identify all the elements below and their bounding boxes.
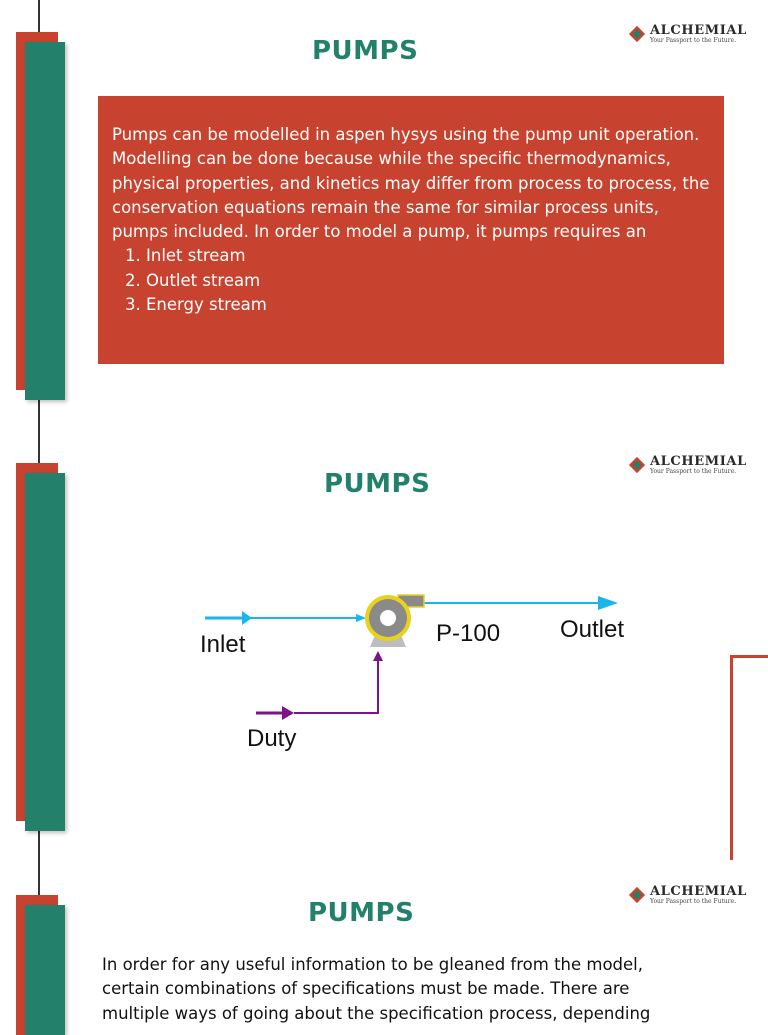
duty-arrow-icon bbox=[282, 706, 294, 720]
duty-pump-arrow-icon bbox=[373, 651, 383, 661]
brand-tagline: Your Passport to the Future. bbox=[650, 468, 737, 475]
pump-icon bbox=[365, 594, 425, 647]
duty-label: Duty bbox=[247, 725, 296, 752]
decor-green-bar bbox=[25, 905, 65, 1035]
requirements-list: Inlet stream Outlet stream Energy stream bbox=[112, 244, 710, 317]
list-item: Outlet stream bbox=[146, 269, 710, 293]
slide-title: PUMPS bbox=[308, 898, 415, 928]
list-item: Inlet stream bbox=[146, 244, 710, 268]
inlet-label: Inlet bbox=[200, 631, 246, 658]
slide-title: PUMPS bbox=[324, 469, 431, 499]
decor-green-bar bbox=[25, 473, 65, 831]
brand-logo: ALCHEMIAL Your Passport to the Future. bbox=[628, 455, 747, 475]
decor-right-bracket bbox=[730, 655, 768, 860]
list-item: Energy stream bbox=[146, 293, 710, 317]
pump-flow-diagram: Inlet P-100 Outlet Duty bbox=[200, 594, 624, 752]
decor-green-bar bbox=[25, 42, 65, 400]
brand-tagline: Your Passport to the Future. bbox=[650, 898, 737, 905]
pump-label: P-100 bbox=[436, 620, 500, 647]
logo-emblem-icon bbox=[628, 886, 646, 904]
logo-emblem-icon bbox=[628, 456, 646, 474]
brand-name: ALCHEMIAL bbox=[650, 454, 747, 469]
body-paragraph: In order for any useful information to b… bbox=[102, 955, 651, 1023]
slide-title: PUMPS bbox=[312, 36, 419, 66]
brand-tagline: Your Passport to the Future. bbox=[650, 37, 737, 44]
info-paragraph: Pumps can be modelled in aspen hysys usi… bbox=[112, 125, 710, 242]
outlet-arrow-icon bbox=[598, 596, 618, 610]
inlet-arrow-icon bbox=[242, 611, 252, 625]
brand-name: ALCHEMIAL bbox=[650, 23, 747, 38]
logo-emblem-icon bbox=[628, 25, 646, 43]
brand-logo: ALCHEMIAL Your Passport to the Future. bbox=[628, 24, 747, 44]
brand-logo: ALCHEMIAL Your Passport to the Future. bbox=[628, 885, 747, 905]
outlet-label: Outlet bbox=[560, 616, 624, 643]
brand-name: ALCHEMIAL bbox=[650, 884, 747, 899]
info-box: Pumps can be modelled in aspen hysys usi… bbox=[98, 96, 724, 364]
energy-stream-line bbox=[294, 659, 379, 714]
inlet-pump-arrow-icon bbox=[356, 614, 366, 622]
